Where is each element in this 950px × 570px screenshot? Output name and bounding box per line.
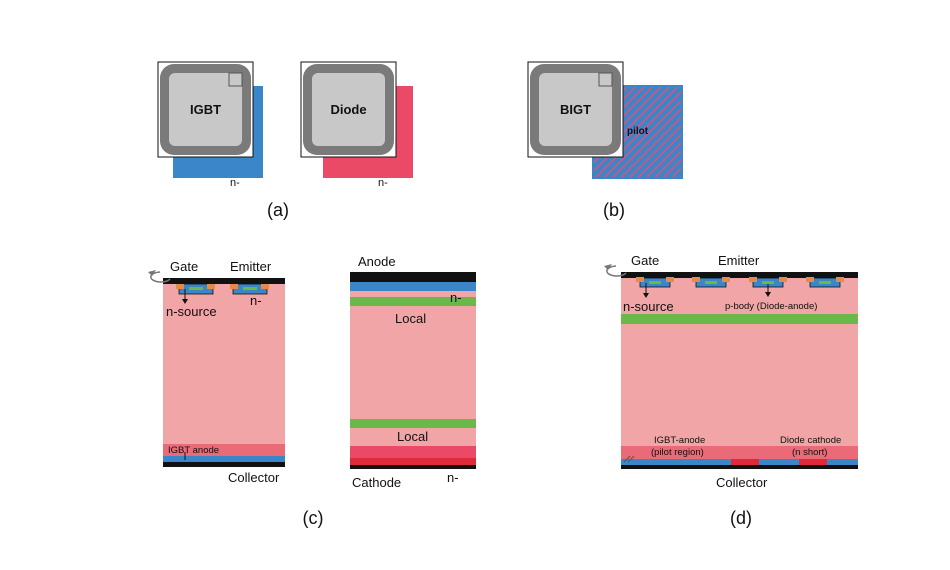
panel-c-igbt: Gate Emitter n- n-source IGBT anode Coll… — [148, 259, 285, 485]
bigt-gate-rotation-arrowhead — [604, 264, 612, 270]
bigt-cell — [806, 277, 844, 288]
bigt-chip-pad — [598, 72, 613, 87]
bigt-n-short-right — [799, 459, 827, 465]
igbt-contact — [189, 287, 203, 290]
igbt-gate-left — [176, 284, 184, 289]
igbt-top-metal — [163, 278, 285, 284]
bigt-drift-region — [621, 272, 858, 469]
diode-n-minus-bottom-label: n- — [447, 470, 459, 485]
igbt-chip-die — [169, 73, 242, 146]
diode-anode-label: Anode — [358, 254, 396, 269]
bigt-contact — [762, 281, 774, 284]
bigt-gate-label: Gate — [631, 253, 659, 268]
bigt-cell — [636, 277, 674, 288]
caption-c: (c) — [303, 508, 324, 528]
caption-b: (b) — [603, 200, 625, 220]
igbt-gate-right — [261, 284, 269, 289]
panel-b: BIGT pilot (b) — [527, 61, 683, 220]
igbt-collector-blue — [163, 456, 285, 462]
diode-p-anode — [350, 282, 476, 291]
igbt-cell-left — [176, 283, 215, 295]
bigt-buffer-layer — [621, 446, 858, 459]
bigt-local-lifetime-layer — [621, 314, 858, 324]
bigt-n-short-label: (n short) — [792, 447, 827, 458]
bigt-gate — [749, 277, 757, 282]
igbt-gate-label: Gate — [170, 259, 198, 274]
igbt-bottom-metal — [163, 462, 285, 467]
bigt-diode-cathode-label: Diode cathode — [780, 435, 841, 446]
igbt-chip-label: IGBT — [190, 102, 221, 117]
igbt-chip-group: IGBT n- — [157, 61, 263, 189]
diode-local-bottom-label: Local — [397, 429, 428, 444]
bigt-anode-tick — [623, 455, 631, 463]
diode-n-buffer — [350, 446, 476, 458]
diode-local-lifetime-top — [350, 297, 476, 306]
panel-a: IGBT n- Diode n- (a) — [157, 61, 413, 220]
bigt-gate — [692, 277, 700, 282]
pilot-label: pilot — [627, 126, 649, 137]
gate-rotation-arrowhead — [148, 270, 156, 276]
bigt-cell — [692, 277, 730, 288]
diode-n-cathode — [350, 458, 476, 465]
igbt-substrate-label: n- — [230, 177, 240, 189]
bigt-contact — [705, 281, 717, 284]
diode-local-lifetime-bottom — [350, 419, 476, 428]
bigt-p-body-arrowhead — [765, 292, 771, 297]
bigt-emitter-label: Emitter — [718, 253, 760, 268]
panel-d: Gate Emitter n-source p-body (Diode-anod… — [604, 253, 858, 528]
bigt-gate — [806, 277, 814, 282]
igbt-drift-region — [163, 278, 285, 467]
bigt-gate — [666, 277, 674, 282]
igbt-anode-label: IGBT anode — [168, 445, 219, 456]
diode-cathode-label: Cathode — [352, 475, 401, 490]
igbt-collector-label: Collector — [228, 470, 280, 485]
diode-n-minus-top-label: n- — [450, 290, 462, 305]
igbt-gate-left — [230, 284, 238, 289]
caption-a: (a) — [267, 200, 289, 220]
bigt-gate — [722, 277, 730, 282]
panel-c-diode: Anode n- Local Local Cathode n- — [350, 254, 476, 490]
diode-substrate-label: n- — [378, 177, 388, 189]
bigt-chip-die — [539, 73, 612, 146]
igbt-n-minus-label: n- — [250, 293, 262, 308]
bigt-p-body-label: p-body (Diode-anode) — [725, 301, 817, 312]
bigt-contact — [819, 281, 831, 284]
gate-rotation-icon — [150, 271, 171, 283]
diode-local-top-label: Local — [395, 311, 426, 326]
diode-chip-die — [312, 73, 385, 146]
bigt-n-source-arrowhead — [643, 293, 649, 298]
igbt-cell-right — [230, 283, 269, 295]
bigt-gate — [779, 277, 787, 282]
diode-chip-label: Diode — [330, 102, 366, 117]
bigt-gate — [636, 277, 644, 282]
bigt-collector-label: Collector — [716, 475, 768, 490]
bigt-contact — [649, 281, 661, 284]
bigt-igbt-anode-label: IGBT-anode — [654, 435, 705, 446]
bigt-pilot-region-label: (pilot region) — [651, 447, 704, 458]
n-source-arrowhead — [182, 299, 188, 304]
bigt-n-source-label: n-source — [623, 299, 674, 314]
igbt-gate-right — [207, 284, 215, 289]
bigt-chip-label: BIGT — [560, 102, 591, 117]
bigt-top-metal — [621, 272, 858, 278]
diode-bottom-metal — [350, 465, 476, 469]
diode-top-metal — [350, 272, 476, 282]
igbt-n-source-label: n-source — [166, 304, 217, 319]
bigt-bottom-metal — [621, 465, 858, 469]
igbt-chip-pad — [228, 72, 243, 87]
bigt-anode-tick — [627, 455, 635, 463]
igbt-anode-layer — [163, 444, 285, 456]
igbt-contact — [243, 287, 257, 290]
caption-d: (d) — [730, 508, 752, 528]
bigt-n-short-left — [731, 459, 759, 465]
bigt-gate-rotation-icon — [606, 265, 627, 277]
igbt-emitter-label: Emitter — [230, 259, 272, 274]
bigt-gate — [836, 277, 844, 282]
diode-chip-group: Diode n- — [300, 61, 413, 189]
